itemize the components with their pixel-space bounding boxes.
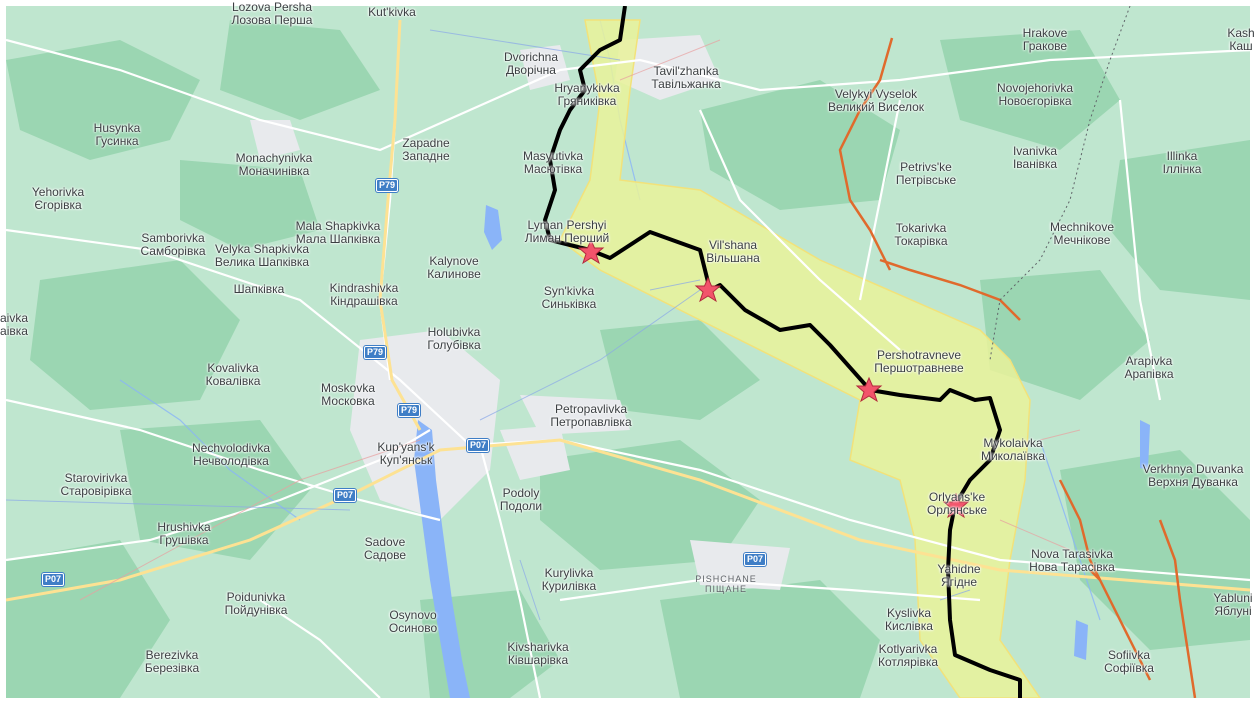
road-shield: P07: [467, 439, 490, 452]
water-layer: [414, 205, 1150, 698]
place-label[interactable]: Kut'kivka: [368, 5, 416, 19]
admin-border: [989, 6, 1131, 361]
road-shield: P07: [334, 489, 357, 502]
contested-zone: [559, 19, 1041, 698]
arrow-lines: [6, 29, 1081, 621]
place-label[interactable]: Шапківка: [233, 282, 285, 296]
marker-layer: [577, 238, 970, 519]
star-marker: [855, 376, 883, 403]
trench-lines: [838, 37, 1197, 698]
road-shield: P79: [376, 179, 399, 192]
highway-layer: [6, 19, 1250, 602]
road-shield: P79: [398, 404, 421, 417]
road-shield: P07: [744, 553, 767, 566]
star-marker: [694, 276, 722, 303]
front-line: [543, 6, 1022, 698]
star-marker: [942, 492, 970, 519]
road-shield: P79: [364, 346, 387, 359]
road-shield: P07: [42, 573, 65, 586]
forest-layer: [6, 20, 1250, 698]
star-marker: [577, 238, 605, 265]
